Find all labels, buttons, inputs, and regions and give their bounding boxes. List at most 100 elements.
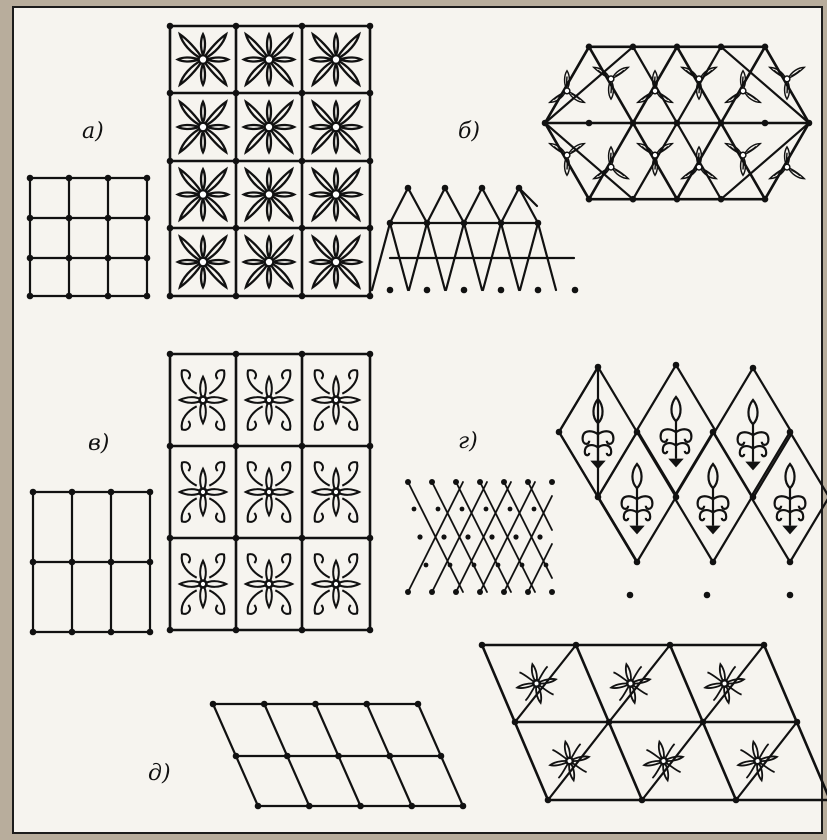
tile-node [674, 196, 681, 203]
tile-node [545, 797, 552, 804]
grid-node [544, 563, 549, 568]
tile-node [634, 559, 641, 566]
tile-node [233, 158, 240, 165]
cross-petal-flower-icon [178, 237, 228, 287]
rhombus-grid-g [405, 479, 555, 595]
tile-node [710, 559, 717, 566]
tile-node [761, 642, 768, 649]
tile-node [233, 351, 240, 358]
tile-edge [598, 497, 637, 562]
grid-node [525, 589, 531, 595]
grid-node [424, 220, 431, 227]
tile-node [233, 23, 240, 30]
grid-node [501, 479, 507, 485]
grid-node [357, 803, 364, 810]
tile-node [167, 293, 174, 300]
grid-line [538, 223, 556, 290]
tile-node [512, 719, 519, 726]
grid-node [387, 287, 394, 294]
grid-line [528, 482, 552, 530]
grid-node [66, 215, 73, 222]
tile-node [710, 429, 717, 436]
label-a: а) [82, 119, 104, 144]
tile-node [299, 225, 306, 232]
tile-node [667, 642, 674, 649]
grid-node [144, 293, 151, 300]
tile-node [733, 797, 740, 804]
grid-line [427, 223, 445, 290]
tile-node [367, 23, 374, 30]
grid-node [69, 559, 76, 566]
grid-node [549, 589, 555, 595]
tile-node [167, 158, 174, 165]
tile-node [233, 90, 240, 97]
grid-node [66, 255, 73, 262]
grid-node [461, 220, 468, 227]
star-flower-icon [546, 738, 593, 785]
triangle-grid-b [372, 185, 578, 294]
tile-node [586, 43, 593, 50]
parallelogram-tiling-d [479, 642, 827, 804]
star-flower-icon [734, 738, 781, 785]
scroll-flower-icon [180, 370, 226, 430]
cross-petal-flower-icon [244, 169, 294, 219]
tile-node [299, 627, 306, 634]
tile-node [367, 443, 374, 450]
tile-node [762, 120, 769, 127]
tile-node [718, 43, 725, 50]
scroll-flower-icon [313, 462, 359, 522]
tile-node [806, 120, 813, 127]
tile-node [367, 535, 374, 542]
tile-node [299, 23, 306, 30]
grid-node [477, 589, 483, 595]
tile-node [299, 443, 306, 450]
cross-petal-flower-icon [244, 102, 294, 152]
star-flower-icon [701, 660, 748, 707]
grid-node [535, 287, 542, 294]
tile-node [573, 642, 580, 649]
tile-node [167, 443, 174, 450]
rhombus-tiling-g [556, 362, 827, 599]
scroll-flower-icon [180, 554, 226, 614]
grid-line [390, 223, 408, 290]
three-petal-flower-icon [682, 67, 717, 99]
tile-node [367, 158, 374, 165]
grid-node [412, 507, 417, 512]
tile-node [787, 429, 794, 436]
grid-node [460, 507, 465, 512]
tile-node [718, 196, 725, 203]
star-flower-icon [513, 660, 560, 707]
tile-node [794, 719, 801, 726]
grid-node [453, 589, 459, 595]
tile-node [233, 627, 240, 634]
grid-node [210, 701, 217, 708]
tile-node [762, 196, 769, 203]
triangle-tiling-b [542, 43, 813, 202]
tile-node [167, 90, 174, 97]
tile-node [630, 196, 637, 203]
tile-node [718, 120, 725, 127]
three-petal-flower-icon [638, 71, 673, 103]
grid-node [537, 534, 542, 539]
grid-node [461, 287, 468, 294]
tile-node [627, 592, 634, 599]
tulip-sprig-icon [661, 397, 692, 467]
three-petal-flower-icon [550, 71, 585, 103]
square-tiling-a [167, 23, 374, 300]
grid-node [144, 175, 151, 182]
grid-line [501, 188, 519, 223]
tile-node [542, 120, 549, 127]
tile-edge [545, 123, 633, 199]
grid-node [312, 701, 319, 708]
tile-edge [721, 47, 809, 123]
tile-node [479, 642, 486, 649]
grid-node [498, 220, 505, 227]
grid-node [387, 220, 394, 227]
tile-node [367, 627, 374, 634]
grid-line [408, 188, 427, 223]
grid-node [147, 559, 154, 566]
scroll-flower-icon [313, 554, 359, 614]
parallelogram-grid-d [210, 701, 467, 810]
